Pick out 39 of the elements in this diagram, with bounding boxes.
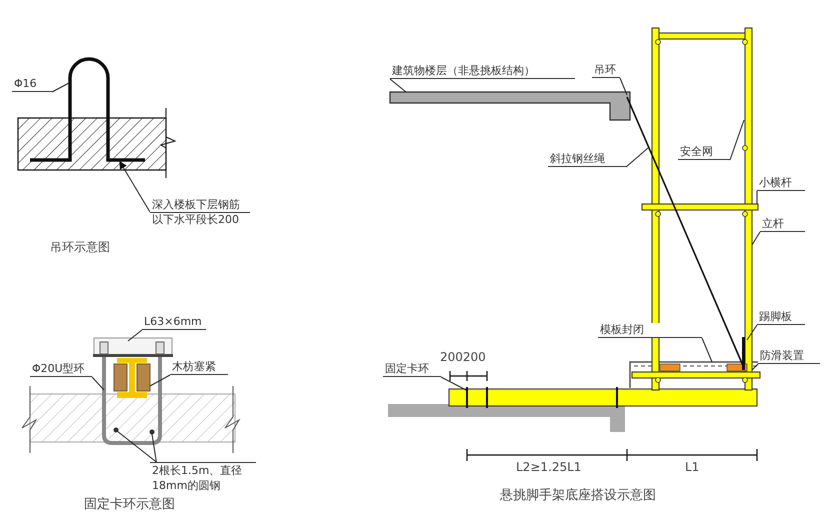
figure-caption: 吊环示意图 xyxy=(50,240,110,255)
leader-label: Φ16 xyxy=(12,77,52,92)
leader-line xyxy=(752,232,760,246)
leader-label: 固定卡环 xyxy=(383,362,441,377)
leader-line xyxy=(746,324,758,340)
leader-line xyxy=(626,148,648,168)
leader-label: L63×6mm xyxy=(142,315,206,330)
leader-line xyxy=(620,78,628,96)
leader-label: 踢脚板 xyxy=(757,310,805,325)
leader-line xyxy=(440,376,466,390)
leader-line xyxy=(152,434,157,462)
dimension-label: L1 xyxy=(685,460,700,475)
leader-line xyxy=(150,374,170,386)
leader-label: 小横杆 xyxy=(757,176,805,191)
leader-line xyxy=(752,364,758,370)
figure-caption: 固定卡环示意图 xyxy=(84,497,175,512)
leader-label: Φ20U型环 xyxy=(30,362,92,377)
leader-line xyxy=(116,430,157,462)
leader-label: 深入楼板下层钢筋以下水平段长200 xyxy=(150,197,250,227)
leader-line xyxy=(730,120,744,160)
leader-label: 建筑物楼层（非悬挑板结构） xyxy=(390,64,575,79)
rebar xyxy=(106,158,145,162)
leader-line xyxy=(119,160,150,212)
leader-label: 吊环 xyxy=(592,63,620,78)
leader-label: 木枋塞紧 xyxy=(170,360,228,375)
dimension-label: L2≥1.25L1 xyxy=(516,460,582,475)
leader-label: 立杆 xyxy=(760,217,805,232)
leader-label: 安全网 xyxy=(678,145,730,160)
leader-line xyxy=(756,190,758,204)
leader-label: 防滑装置 xyxy=(758,349,820,364)
leader-line xyxy=(92,376,104,390)
leader-line xyxy=(390,78,406,92)
leader-line xyxy=(702,338,712,362)
leader-line xyxy=(52,82,70,92)
leader-label: 斜拉钢丝绳 xyxy=(548,152,626,167)
figure-caption: 悬挑脚手架底座搭设示意图 xyxy=(500,488,656,503)
dimension-label: 200200 xyxy=(440,350,486,365)
leader-label: 模板封闭 xyxy=(598,323,702,338)
leader-line xyxy=(128,330,142,342)
